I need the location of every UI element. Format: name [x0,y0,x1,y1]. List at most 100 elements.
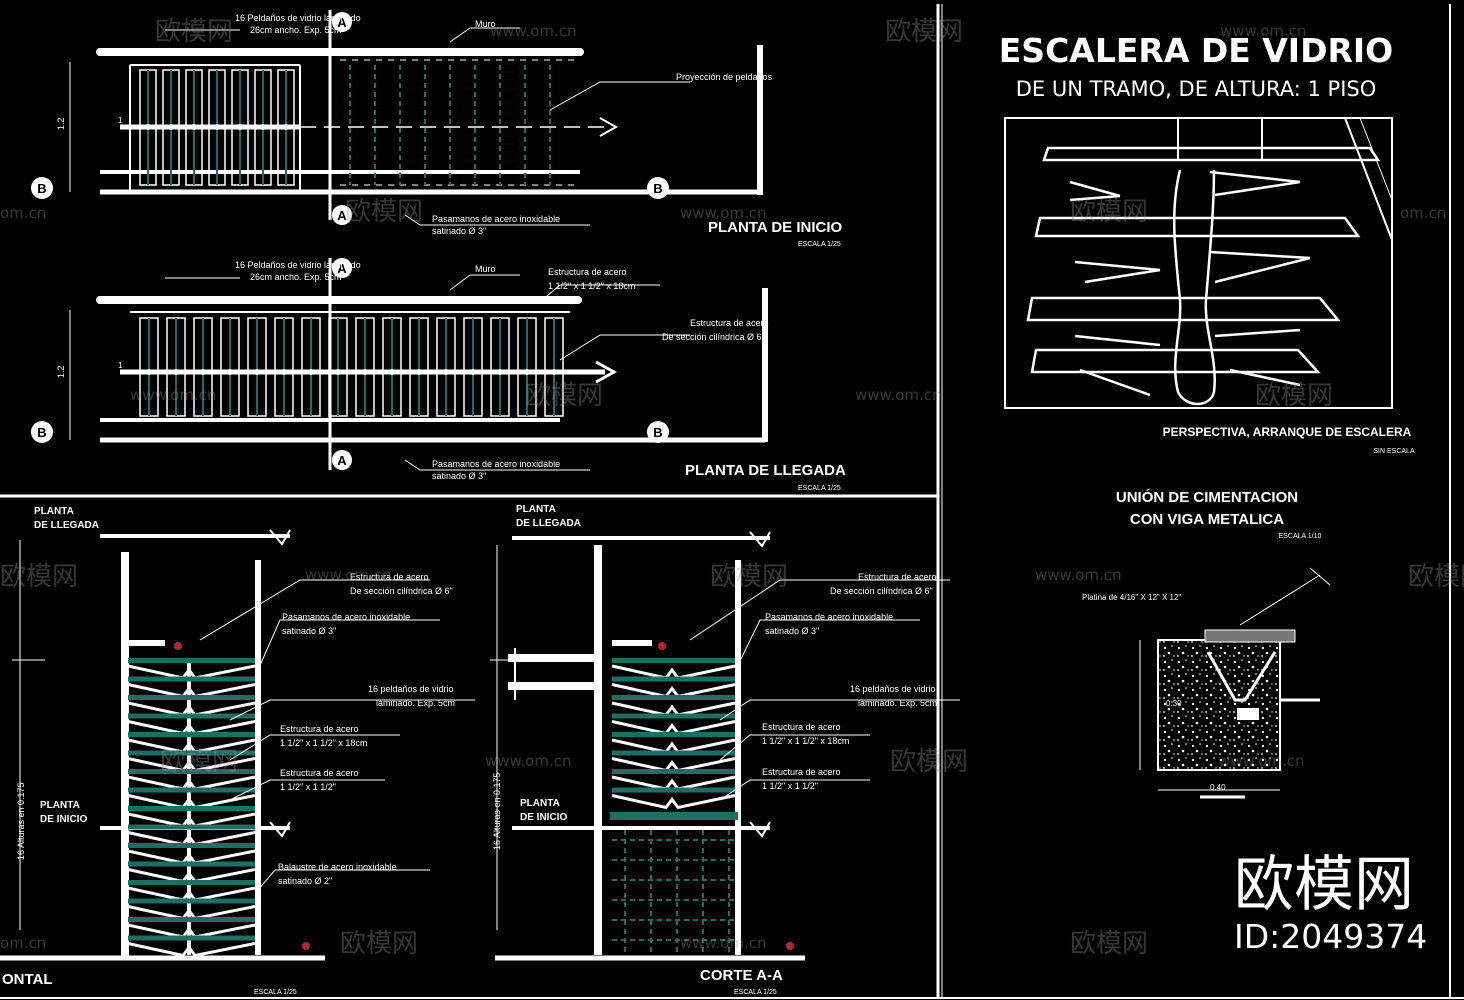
top-slab [125,640,165,646]
plan-tread-anchor [281,369,287,375]
label-peldanos-2: 16 Peldaños de vidrio laminado [235,260,361,270]
scale-corte-aa: ESCALA 1/25 [734,989,777,996]
elevation-bracket [127,738,256,754]
corte-aa-view: PLANTA DE LLEGADA PLANTA DE INICIO Estru… [490,504,960,996]
svg-text:www.om.cn: www.om.cn [1220,22,1307,40]
dim-alturas-aa: 16 Alturas en 0.175 [492,772,502,850]
elevation-bracket [611,757,736,773]
plan-tread-anchor [168,124,174,130]
anchor-point-aa-bottom [786,942,794,950]
elevation-tread [612,695,735,700]
svg-text:B: B [37,181,46,196]
sheet-title: ESCALERA DE VIDRIO [999,31,1393,70]
section-marker-b-right: B [647,177,669,199]
elevation-tread [612,676,735,682]
elevation-tread [612,732,735,737]
elevation-bracket [127,720,256,736]
label-peldanos-vidrio-sub-f: laminado. Exp. 5cm [376,698,455,708]
dim-width-base: 0.40 [1210,783,1226,792]
label-estructura-2: Estructura de acero [548,267,627,277]
svg-text:www.om.cn: www.om.cn [485,752,572,770]
elevation-tread [128,695,255,700]
plan-tread-anchor [551,369,557,375]
label-estructura-3: Estructura de acero [690,318,769,328]
section-marker-b-left-2: B [31,421,53,443]
title-cimentacion-1: UNIÓN DE CIMENTACION [1116,488,1298,506]
svg-text:A: A [337,261,347,276]
plan-tread-anchor [283,124,289,130]
label-estructura-aa2: Estructura de acero [762,722,841,732]
label-pasamanos-f: Pasamanos de acero inoxidable [282,612,410,622]
plan-tread-anchor [146,369,152,375]
label-estructura-med-f2: 1 1/2" x 1 1/2" x 18cm [280,738,367,748]
label-pasamanos: Pasamanos de acero inoxidable [432,214,560,224]
svg-text:om.cn: om.cn [1400,204,1446,222]
svg-text:www.om.cn: www.om.cn [680,934,767,952]
label-estructura-f2: Estructura de acero [280,724,359,734]
elevation-bracket [127,701,256,717]
title-planta-llegada: PLANTA DE LLEGADA [685,462,846,479]
elevation-bracket [611,664,736,680]
elevation-tread [128,917,255,922]
plan-tread-anchor [389,369,395,375]
label-estructura-med-aa2: 1 1/2" x 1 1/2" x 18cm [762,736,849,746]
watermark-sites: www.om.cn www.om.cn om.cn www.om.cn om.c… [0,22,1446,952]
plan-tread-anchor [145,124,151,130]
title-block: ESCALERA DE VIDRIO DE UN TRAMO, DE ALTUR… [999,31,1393,101]
elevation-bracket [611,701,736,717]
title-perspectiva: PERSPECTIVA, ARRANQUE DE ESCALERA [1163,425,1412,439]
label-estructura-cil-aa: De sección cilíndrica Ø 6" [830,586,933,596]
elevation-tread [128,750,255,756]
landing-slab [610,812,738,820]
label-pasamanos-sub-2: satinado Ø 3" [432,471,486,481]
label-balaustre: Balaustre de acero inoxidable [278,862,397,872]
svg-text:om.cn: om.cn [0,934,46,952]
svg-text:欧模网: 欧模网 [1255,381,1333,411]
elevation-tread [128,732,255,737]
title-cimentacion-2: CON VIGA METALICA [1130,511,1284,528]
section-marker-b-left: B [31,177,53,199]
elevation-tread [128,824,255,830]
label-planta-llegada-aa: PLANTA [516,504,556,515]
label-muro-2: Muro [475,264,496,274]
top-slab-aa [612,640,652,646]
svg-text:欧模网: 欧模网 [345,197,423,227]
svg-text:欧模网: 欧模网 [160,747,238,777]
planta-inicio-view: A A B B 16 Peldaños de vidrio laminado 2… [31,10,842,248]
section-marker-a-top: A [332,12,352,32]
elevation-tread [612,787,735,793]
label-estructura-f: Estructura de acero [350,572,429,582]
elevation-bracket [127,683,256,699]
label-pasamanos-sub-f: satinado Ø 3" [282,626,336,636]
dim-alturas-f: 16 Alturas en 0.175 [16,782,26,860]
label-platina: Platina de 4/16" X 12" X 12" [1082,593,1181,602]
label-pasamanos-sub-aa: satinado Ø 3" [765,626,819,636]
elevation-tread [612,713,735,719]
label-planta-inicio-aa: PLANTA [520,798,560,809]
svg-text:B: B [37,425,46,440]
svg-text:欧模网: 欧模网 [885,17,963,47]
step-number: 1 [118,116,123,125]
svg-text:www.om.cn: www.om.cn [305,566,392,584]
elevation-tread [612,769,735,774]
label-peldanos-sub-2: 26cm ancho. Exp. 5cm [250,272,342,282]
plan-tread-anchor [227,369,233,375]
svg-text:欧模网: 欧模网 [710,562,788,592]
plan-tread-anchor [200,369,206,375]
section-marker-a-top-2: A [332,258,352,278]
scale-planta-llegada: ESCALA 1/25 [798,485,841,492]
label-peldanos-vidrio-aa: 16 peldaños de vidrio [850,684,936,694]
section-marker-b-right-2: B [647,421,669,443]
svg-text:欧模网: 欧模网 [1070,197,1148,227]
svg-text:B: B [653,425,662,440]
svg-text:www.om.cn: www.om.cn [1035,566,1122,584]
corte-frontal-view: PLANTA DE LLEGADA PLANTA DE INICIO Estru… [0,506,475,996]
planta-llegada-view: A A B B 16 Peldaños de vidrio laminado 2… [31,258,846,492]
anchor-point [174,642,182,650]
plan-tread-anchor [173,369,179,375]
plan-tread-anchor [335,369,341,375]
svg-text:A: A [337,453,347,468]
label-estructura-med-f3: 1 1/2" x 1 1/2" [280,782,336,792]
elevation-bracket [127,794,256,810]
